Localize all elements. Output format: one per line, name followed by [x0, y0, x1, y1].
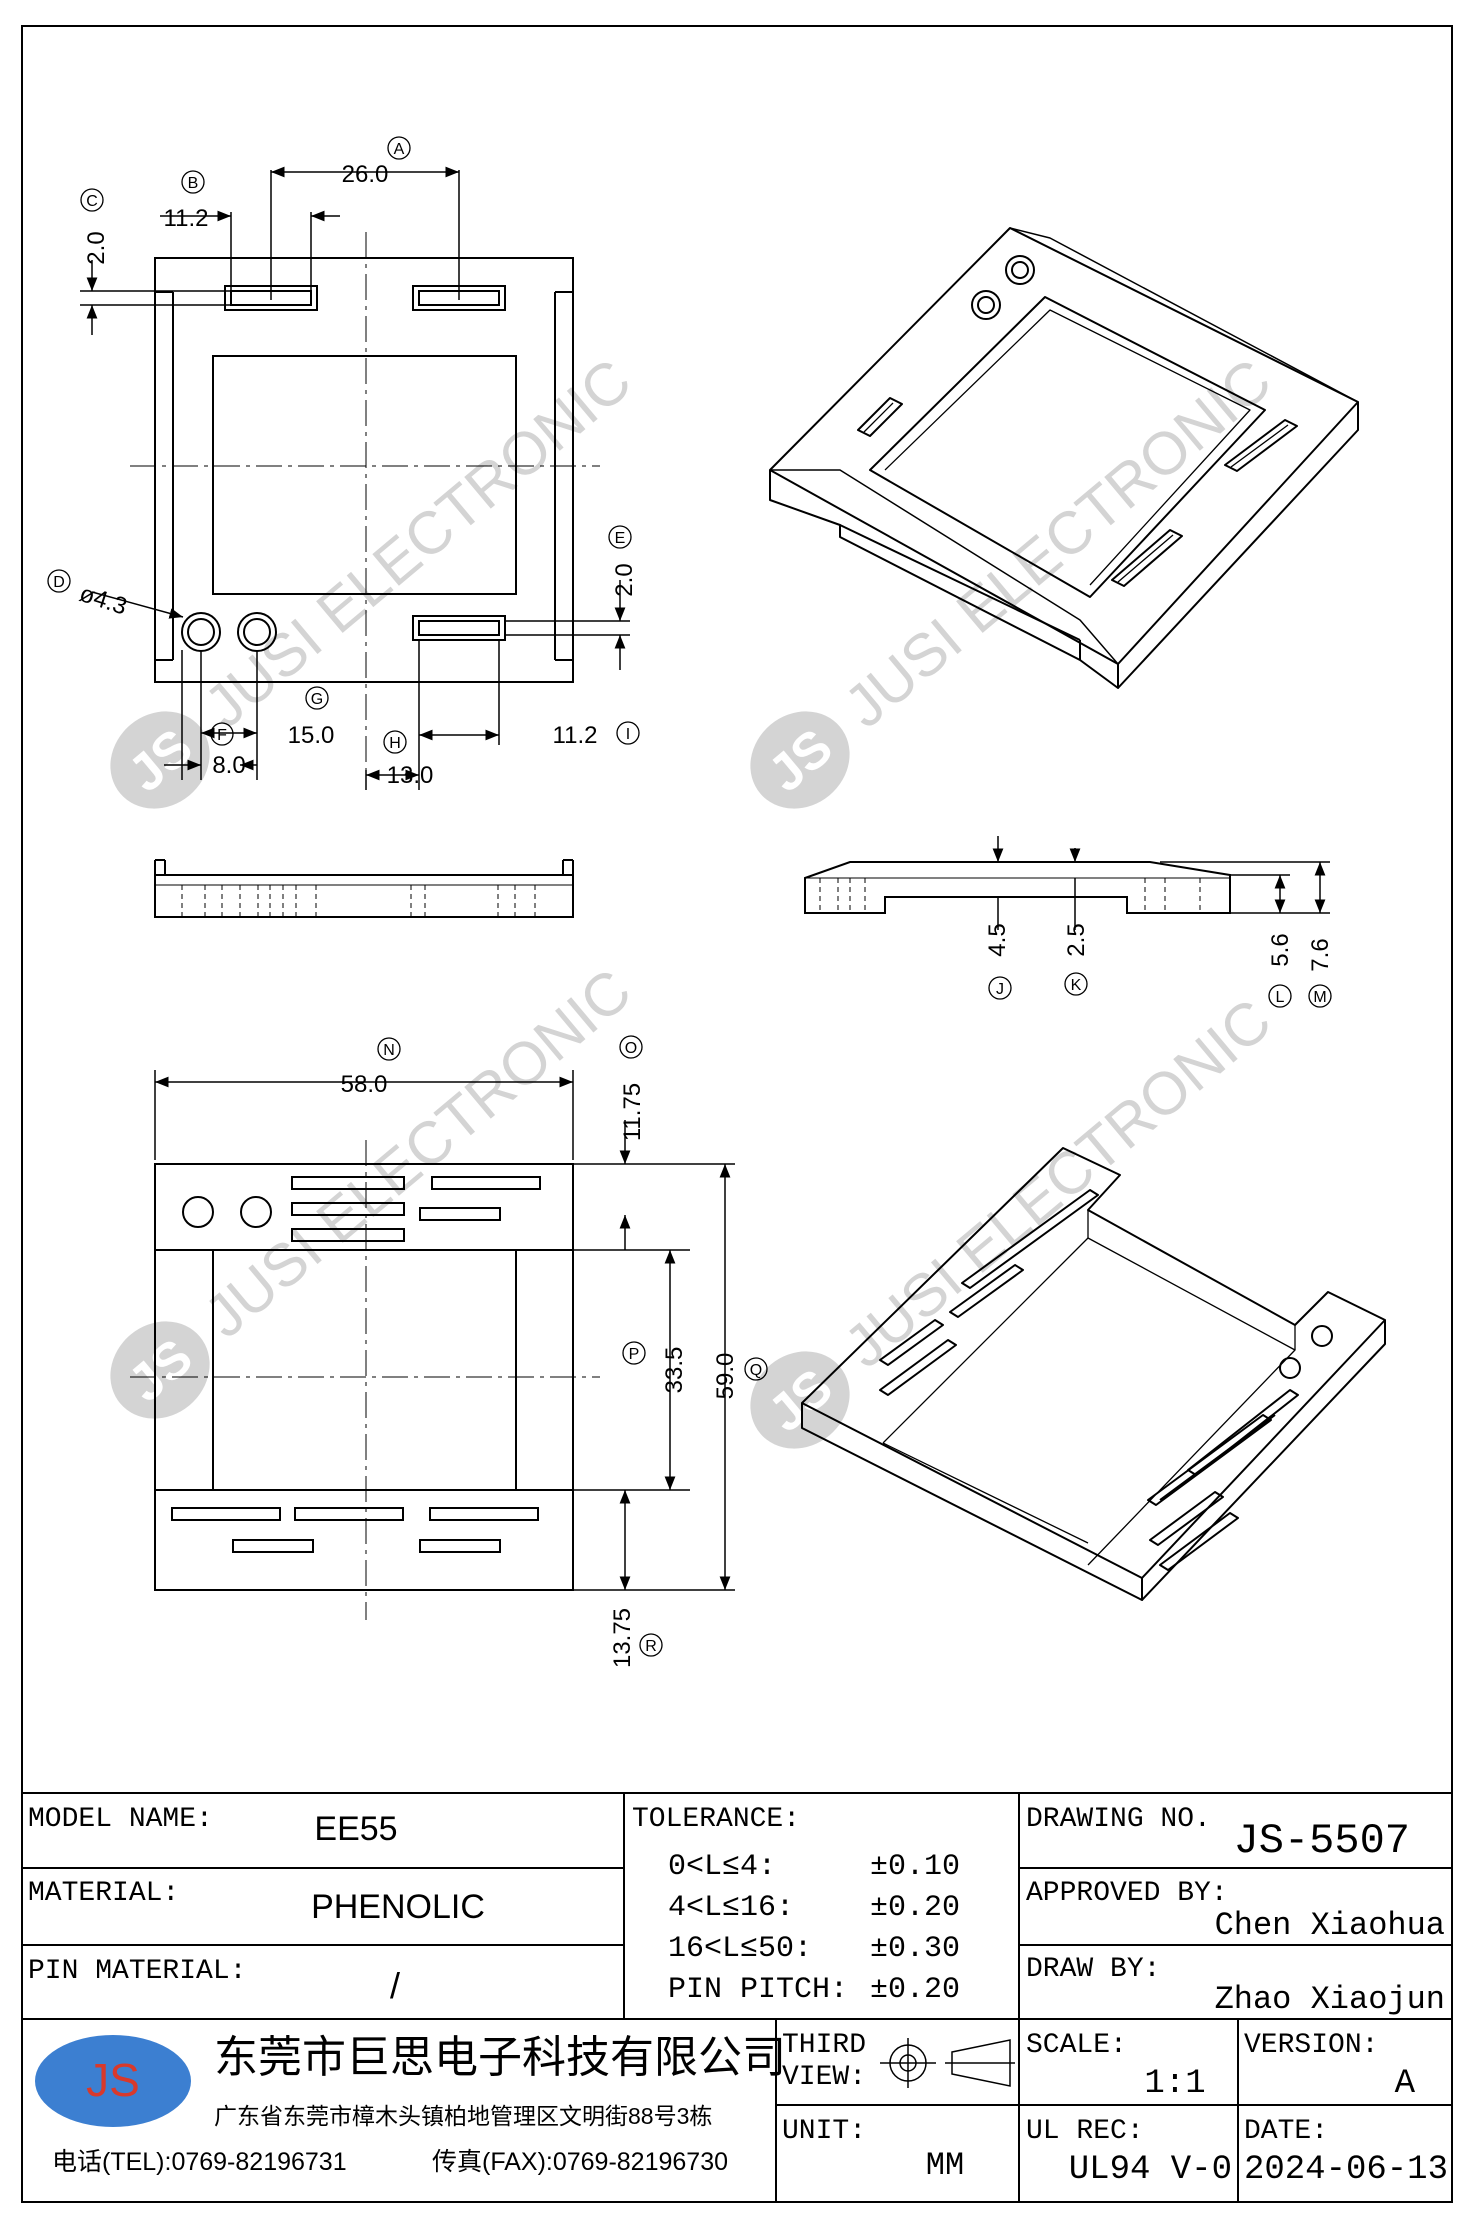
- balloon-c: C: [86, 193, 98, 210]
- balloon-m: M: [1313, 989, 1326, 1006]
- third-angle-projection-icon: [880, 2038, 1015, 2088]
- dim-c-value: 2.0: [83, 231, 110, 264]
- balloon-r: R: [645, 1638, 657, 1655]
- company-logo-text: JS: [86, 2054, 140, 2106]
- dim-r-value: 13.75: [609, 1608, 636, 1668]
- dim-p-value: 33.5: [661, 1347, 688, 1394]
- company-tel: 电话(TEL):0769-82196731: [52, 2148, 347, 2176]
- drawing-no-value: JS-5507: [1234, 1817, 1410, 1865]
- projection-label-2: VIEW:: [782, 2062, 866, 2093]
- projection-label-1: THIRD: [782, 2030, 866, 2061]
- isometric-view-top: [769, 227, 1359, 689]
- date-value: 2024-06-13: [1244, 2151, 1448, 2189]
- balloon-n: N: [383, 1042, 395, 1059]
- tolerance-value-3: ±0.30: [870, 1932, 960, 1966]
- balloon-j: J: [996, 981, 1004, 998]
- watermark: JS JUSI ELECTRONIC JS JUSI ELECTRONIC JS…: [110, 346, 1284, 1449]
- dim-e-value: 2.0: [611, 563, 638, 596]
- ul-rec-value: UL94 V-0: [1069, 2151, 1232, 2189]
- pin-material-value: /: [390, 1965, 400, 2006]
- model-name-value: EE55: [314, 1810, 397, 1848]
- company-logo: [35, 2035, 191, 2127]
- balloon-p: P: [629, 1346, 640, 1363]
- side-view-dimensions: [992, 836, 1330, 930]
- ul-rec-label: UL REC:: [1026, 2116, 1144, 2147]
- drawing-no-label: DRAWING NO.: [1026, 1804, 1211, 1835]
- side-view-balloons: J K L M: [988, 972, 1332, 1008]
- dim-a-value: 26.0: [342, 161, 389, 188]
- top-view: [130, 232, 600, 770]
- unit-label: UNIT:: [782, 2116, 866, 2147]
- scale-label: SCALE:: [1026, 2030, 1127, 2061]
- tolerance-value-1: ±0.10: [870, 1850, 960, 1884]
- balloon-l: L: [1276, 989, 1285, 1006]
- watermark-text: JUSI ELECTRONIC: [832, 986, 1284, 1380]
- dim-d-value: ø4.3: [76, 580, 130, 621]
- title-block: [22, 1792, 1452, 2202]
- draw-by-value: Zhao Xiaojun: [1215, 1981, 1445, 2018]
- date-label: DATE:: [1244, 2116, 1328, 2147]
- balloon-k: K: [1071, 977, 1082, 994]
- material-value: PHENOLIC: [311, 1888, 485, 1926]
- dim-j-value: 4.5: [984, 923, 1011, 956]
- top-view-dimension-text: 26.0 11.2 2.0 ø4.3 2.0 8.0 15.0 13.0 11.…: [76, 161, 638, 789]
- bottom-view: [130, 1140, 600, 1620]
- front-view: [154, 859, 574, 918]
- version-value: A: [1395, 2065, 1416, 2103]
- balloon-g: G: [311, 691, 323, 708]
- tolerance-label: TOLERANCE:: [632, 1804, 800, 1835]
- company-address: 广东省东莞市樟木头镇柏地管理区文明街88号3栋: [214, 2103, 712, 2129]
- tolerance-value-4: ±0.20: [870, 1973, 960, 2007]
- bottom-view-balloons: N O P Q R: [377, 1035, 768, 1657]
- company-name: 东莞市巨思电子科技有限公司: [214, 2033, 786, 2082]
- dim-i-value: 11.2: [553, 722, 598, 749]
- side-view: [804, 861, 1231, 914]
- company-fax: 传真(FAX):0769-82196730: [432, 2148, 728, 2176]
- dim-l-value: 5.6: [1267, 933, 1294, 966]
- dim-k-value: 2.5: [1063, 923, 1090, 956]
- tolerance-range-3: 16<L≤50:: [668, 1932, 812, 1966]
- tolerance-range-4: PIN PITCH:: [668, 1973, 848, 2007]
- balloon-f: F: [217, 727, 227, 744]
- top-view-balloons: A B C D E F G H I: [47, 136, 640, 754]
- tolerance-range-2: 4<L≤16:: [668, 1891, 794, 1925]
- watermark-text: JUSI ELECTRONIC: [192, 956, 644, 1350]
- approved-by-label: APPROVED BY:: [1026, 1878, 1228, 1909]
- tolerance-value-2: ±0.20: [870, 1891, 960, 1925]
- balloon-o: O: [625, 1040, 637, 1057]
- material-label: MATERIAL:: [28, 1878, 179, 1909]
- sheet-border: [21, 25, 1453, 2203]
- balloon-q: Q: [750, 1362, 762, 1379]
- dim-f-value: 8.0: [212, 752, 245, 779]
- unit-value: MM: [926, 2147, 964, 2184]
- top-view-dimensions: [80, 166, 630, 790]
- title-block-text: MODEL NAME: EE55 MATERIAL: PHENOLIC PIN …: [28, 1804, 1448, 2189]
- dim-g-value: 15.0: [288, 722, 335, 749]
- pin-material-label: PIN MATERIAL:: [28, 1956, 246, 1987]
- side-view-dimension-text: 4.5 2.5 5.6 7.6: [984, 923, 1334, 971]
- balloon-d: D: [53, 574, 65, 591]
- dim-b-value: 11.2: [164, 205, 209, 232]
- dim-o-value: 11.75: [619, 1083, 646, 1141]
- balloon-e: E: [615, 530, 626, 547]
- balloon-i: I: [626, 726, 630, 743]
- isometric-view-bottom: [801, 1147, 1386, 1601]
- dim-h-value: 13.0: [387, 762, 434, 789]
- bottom-view-dimensions: [154, 1070, 735, 1591]
- draw-by-label: DRAW BY:: [1026, 1954, 1160, 1985]
- model-name-label: MODEL NAME:: [28, 1804, 213, 1835]
- tolerance-range-1: 0<L≤4:: [668, 1850, 776, 1884]
- balloon-h: H: [389, 735, 401, 752]
- balloon-b: B: [188, 175, 199, 192]
- dim-m-value: 7.6: [1307, 938, 1334, 971]
- scale-value: 1:1: [1144, 2065, 1205, 2103]
- dim-q-value: 59.0: [712, 1353, 739, 1400]
- balloon-a: A: [394, 141, 405, 158]
- approved-by-value: Chen Xiaohua: [1215, 1907, 1445, 1944]
- dim-n-value: 58.0: [341, 1071, 388, 1098]
- bottom-view-dimension-text: 58.0 11.75 33.5 59.0 13.75: [341, 1071, 739, 1668]
- version-label: VERSION:: [1244, 2030, 1378, 2061]
